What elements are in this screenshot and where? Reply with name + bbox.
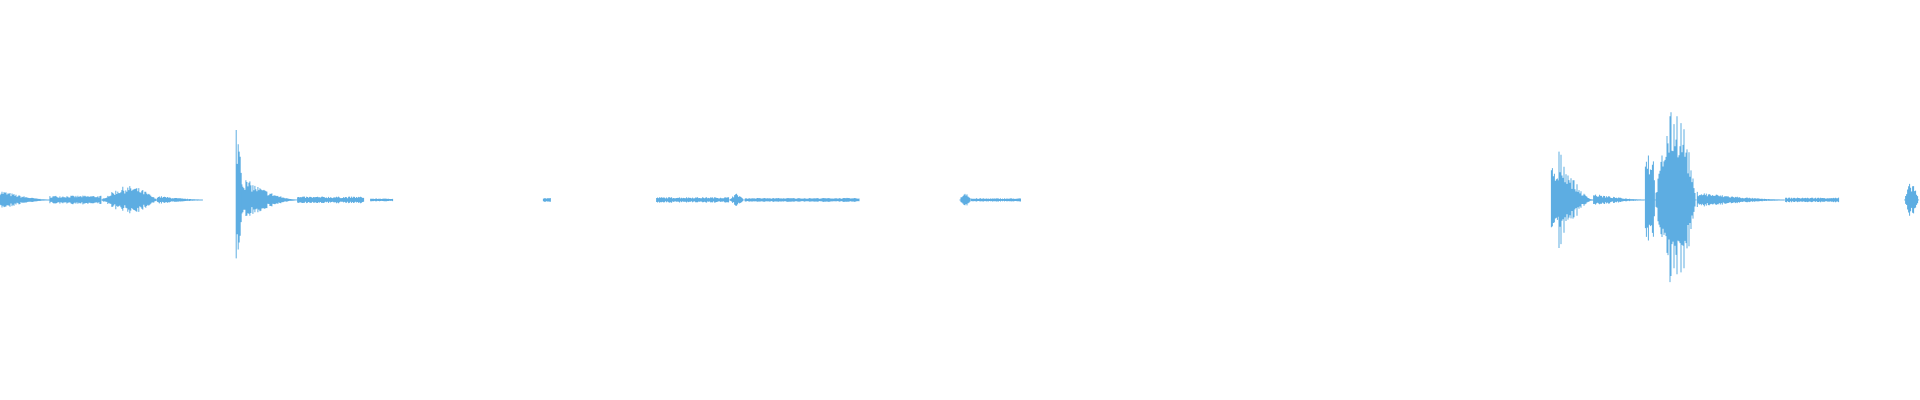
waveform-segment bbox=[1644, 155, 1655, 241]
waveform-path bbox=[297, 196, 365, 204]
waveform-segment bbox=[656, 197, 730, 203]
waveform-segment bbox=[1593, 194, 1646, 205]
waveform-path bbox=[370, 198, 394, 202]
waveform-segment bbox=[101, 186, 158, 214]
waveform-segment bbox=[744, 197, 860, 202]
waveform-path bbox=[101, 186, 158, 214]
waveform-path bbox=[744, 197, 860, 202]
waveform-segment bbox=[542, 198, 551, 202]
waveform-bars bbox=[0, 112, 1920, 283]
waveform-path bbox=[0, 191, 50, 208]
waveform-path bbox=[542, 198, 551, 202]
waveform-segment bbox=[235, 130, 242, 259]
waveform-segment bbox=[1550, 168, 1559, 228]
waveform-segment bbox=[971, 198, 1021, 202]
waveform-segment bbox=[1696, 191, 1785, 207]
waveform-segment bbox=[297, 196, 365, 204]
waveform-path bbox=[241, 180, 298, 216]
waveform-path bbox=[1785, 197, 1840, 203]
waveform-path bbox=[959, 193, 972, 206]
waveform-path bbox=[235, 130, 242, 259]
waveform-segment bbox=[1654, 112, 1697, 283]
waveform-segment bbox=[370, 198, 394, 202]
waveform-segment bbox=[156, 196, 203, 204]
waveform-path bbox=[971, 198, 1021, 202]
waveform-segment bbox=[1904, 183, 1920, 216]
waveform-path bbox=[729, 193, 745, 206]
waveform-path bbox=[1558, 151, 1594, 248]
waveform-path bbox=[1904, 183, 1920, 216]
waveform-segment bbox=[729, 193, 745, 206]
waveform-path bbox=[1550, 168, 1559, 228]
waveform-segment bbox=[0, 191, 50, 208]
waveform-path bbox=[1654, 112, 1697, 283]
waveform-path bbox=[1696, 191, 1785, 207]
waveform-path bbox=[1593, 194, 1646, 205]
waveform-segment bbox=[1785, 197, 1840, 203]
waveform-path bbox=[656, 197, 730, 203]
waveform-path bbox=[156, 196, 203, 204]
waveform-segment bbox=[959, 193, 972, 206]
waveform-segment bbox=[1558, 151, 1594, 248]
waveform-path bbox=[49, 195, 102, 205]
waveform-path bbox=[1644, 155, 1655, 241]
waveform-segment bbox=[49, 195, 102, 205]
waveform-segment bbox=[241, 180, 298, 216]
